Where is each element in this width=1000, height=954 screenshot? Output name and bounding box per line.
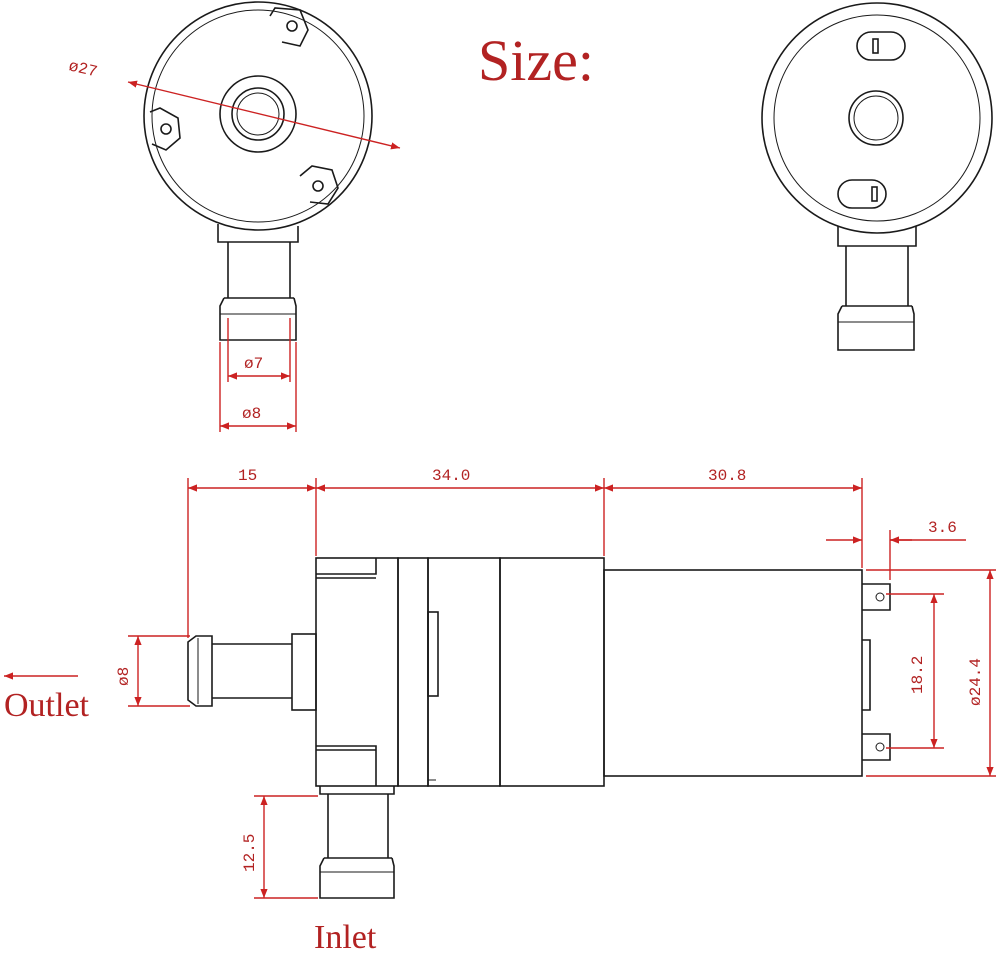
outlet-label: Outlet: [4, 687, 90, 724]
mounting-lug: [149, 107, 181, 151]
back-view: [761, 2, 993, 351]
dim-terminal-length: 3.6: [928, 519, 957, 537]
dim-body-diameter: ø27: [67, 57, 99, 81]
dim-outlet-diameter: ø8: [115, 667, 133, 686]
dim-nozzle-outer: ø8: [242, 405, 261, 423]
side-view-dimensions: 15 34.0 30.8 3.6 18.2 ø24.4 ø8 12.5: [4, 467, 996, 899]
dim-motor-length: 30.8: [708, 467, 746, 485]
mounting-lug: [269, 7, 309, 47]
dim-pump-length: 34.0: [432, 467, 470, 485]
inlet-label: Inlet: [314, 919, 377, 954]
mounting-lug: [299, 165, 339, 205]
front-view: ø27 ø7 ø8: [67, 1, 401, 432]
dim-nozzle-inner: ø7: [244, 355, 263, 373]
dim-terminal-spacing: 18.2: [909, 656, 927, 694]
title: Size:: [478, 28, 594, 93]
dim-inlet-length: 12.5: [241, 834, 259, 872]
dim-outlet-length: 15: [238, 467, 257, 485]
side-view: [187, 557, 891, 899]
dim-motor-diameter: ø24.4: [967, 658, 985, 706]
